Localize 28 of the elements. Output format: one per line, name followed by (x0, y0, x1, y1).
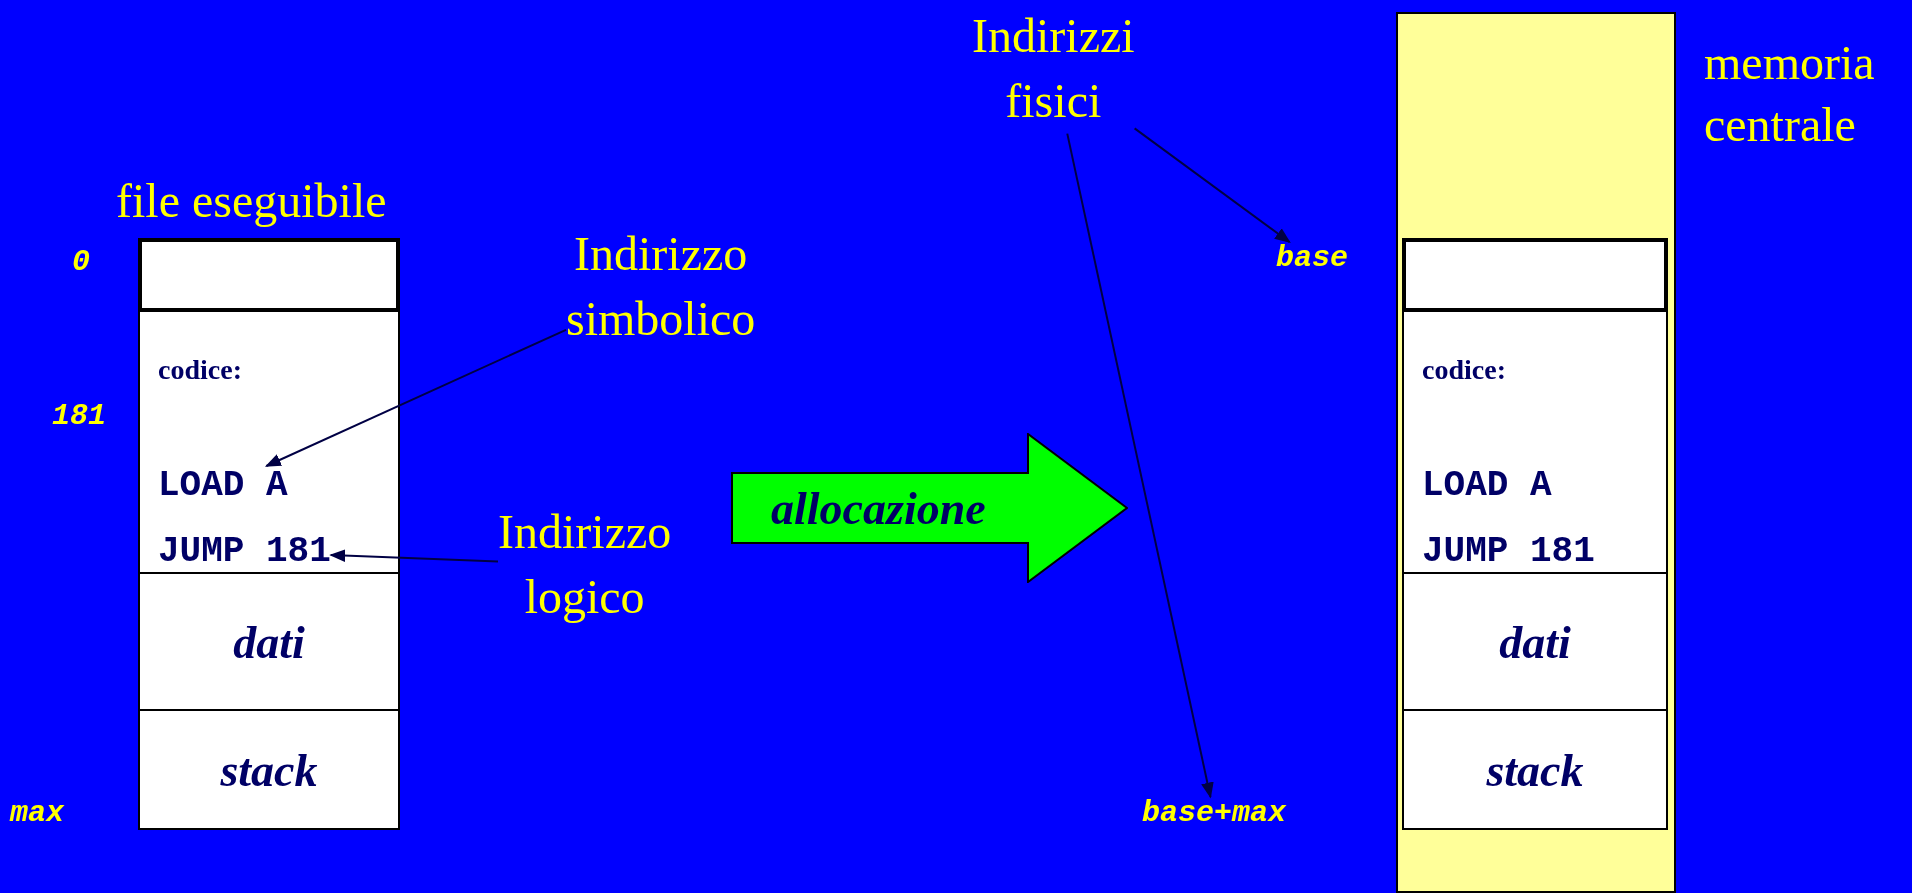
annotation-text: Indirizzo logico (498, 500, 672, 630)
column-heading: memoria centrale (1704, 35, 1875, 154)
address-label: 0 (72, 246, 90, 279)
leader-line (264, 328, 567, 467)
code-line: JUMP 181 (158, 532, 331, 572)
leader-line (1066, 132, 1214, 799)
leader-line (1133, 127, 1291, 243)
code-line: LOAD A (1422, 466, 1552, 506)
section-title: codice: (158, 354, 242, 386)
code-line: JUMP 181 (1422, 532, 1595, 572)
section-label: dati (1498, 615, 1572, 668)
section-title: codice: (1422, 354, 1506, 386)
section-label: stack (219, 743, 319, 796)
annotation-text: Indirizzo simbolico (566, 222, 756, 352)
arrow-label: allocazione (771, 481, 986, 535)
code-line: LOAD A (158, 466, 288, 506)
address-label: base (1276, 242, 1348, 275)
annotation-text: Indirizzi fisici (972, 4, 1135, 134)
memory-section (1404, 240, 1666, 310)
address-label: base+max (1142, 797, 1287, 830)
section-label: stack (1485, 743, 1585, 796)
address-label: max (10, 797, 64, 830)
memory-section (140, 240, 398, 310)
box-heading: file eseguibile (116, 177, 387, 225)
address-label: 181 (52, 400, 106, 433)
section-label: dati (232, 615, 306, 668)
memory-layout-box (1402, 238, 1668, 830)
leader-line (329, 549, 499, 563)
